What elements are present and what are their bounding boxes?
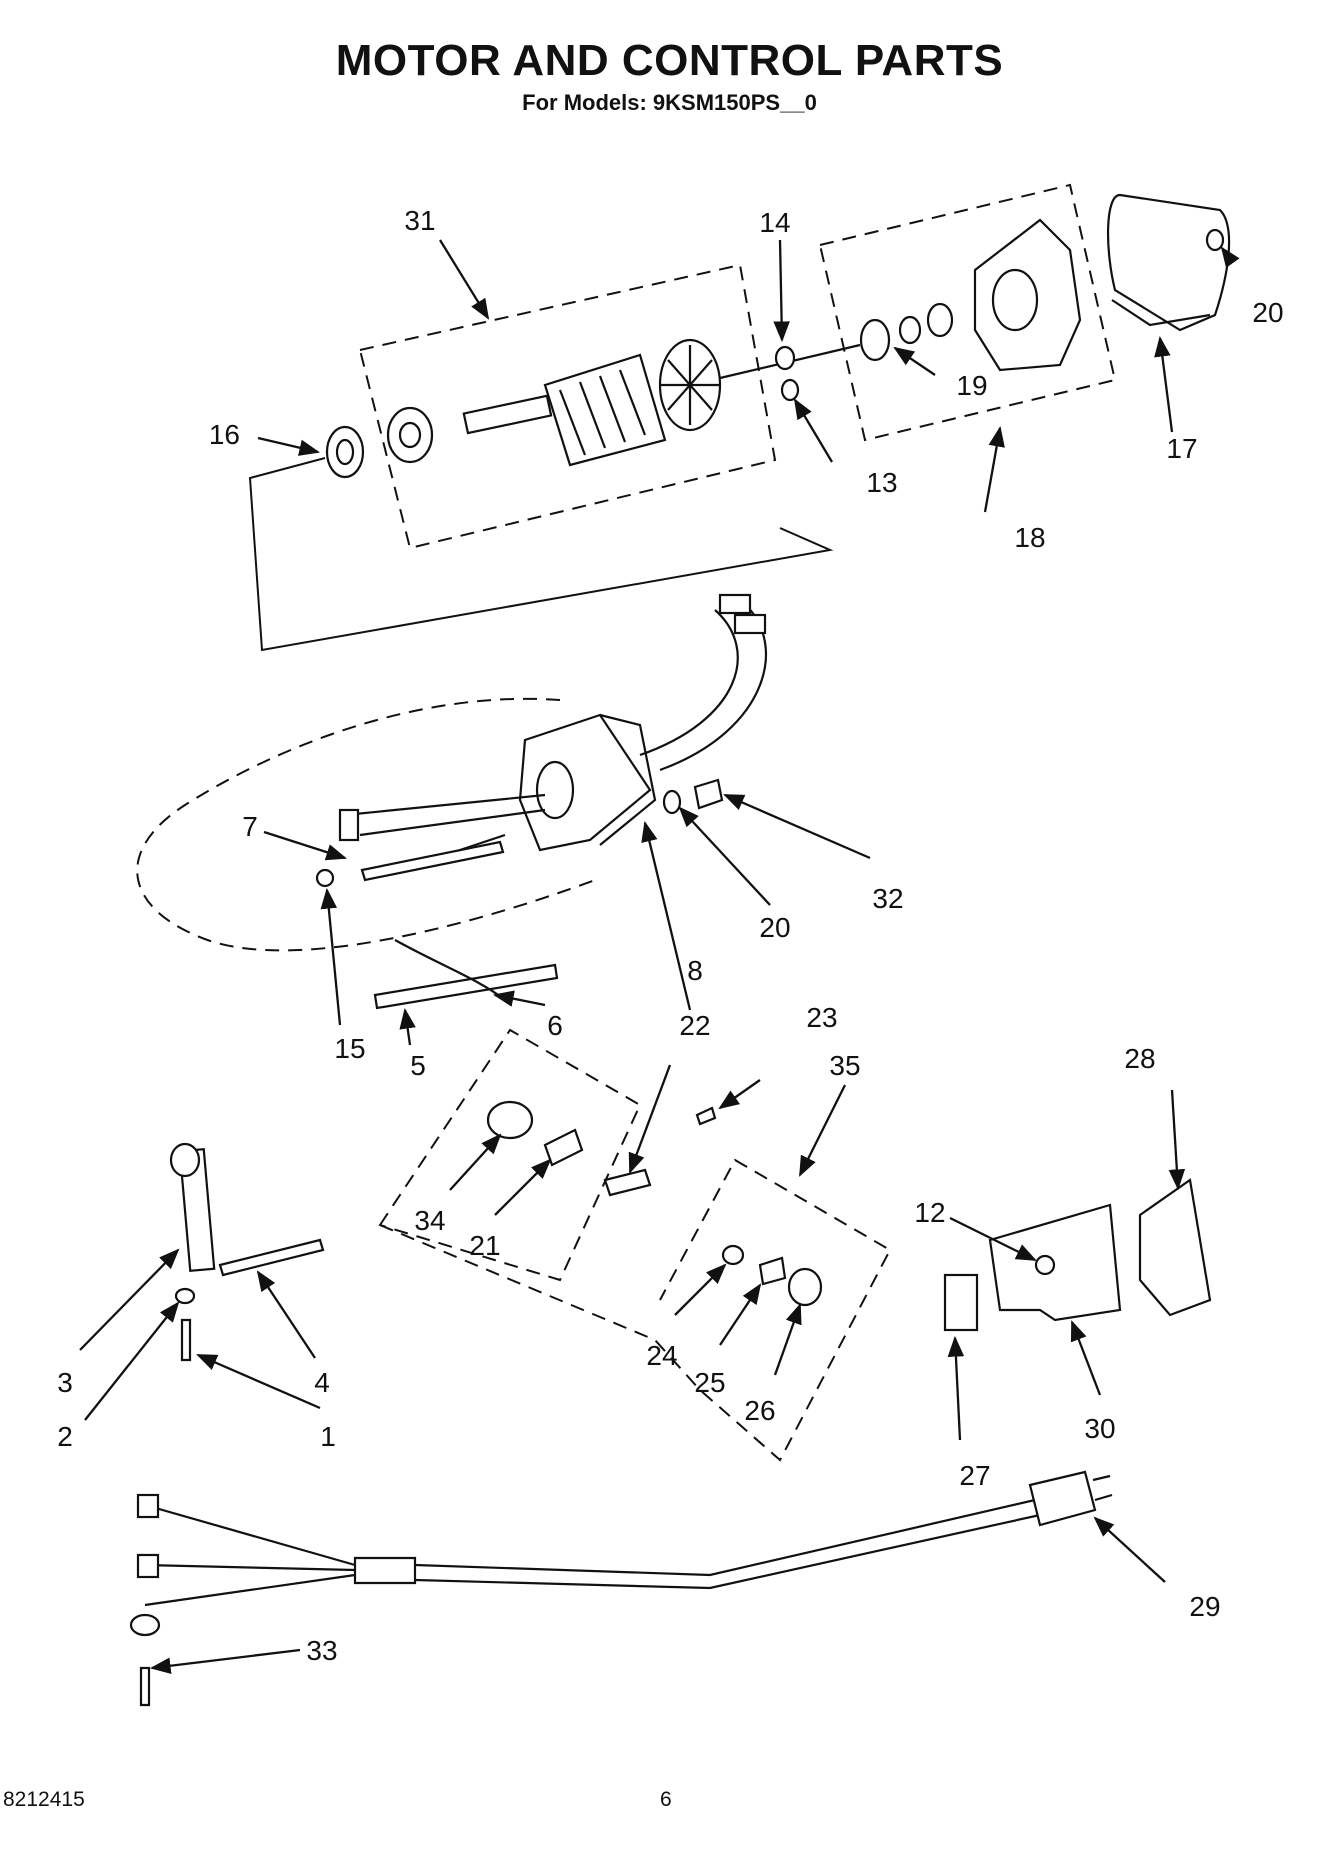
brush-assembly-group-outline: [379, 1158, 892, 1462]
page-title: MOTOR AND CONTROL PARTS: [335, 36, 1004, 85]
document-number: 8212415: [3, 1788, 85, 1811]
callout-22: 22: [679, 1010, 710, 1041]
callout-31: 31: [404, 205, 435, 236]
callout-27: 27: [959, 1460, 990, 1491]
callout-24: 24: [646, 1340, 677, 1371]
part-4-spring: [218, 1238, 325, 1277]
power-cord: [414, 1498, 1041, 1590]
callout-1: 1: [320, 1421, 336, 1452]
callout-16: 16: [209, 419, 240, 450]
part-19-retainer: [859, 318, 891, 362]
part-20-nut-middle: [662, 789, 682, 815]
cord-leads: [144, 1503, 356, 1607]
callout-23: 23: [806, 1002, 837, 1033]
callout-30: 30: [1084, 1413, 1115, 1444]
callout-17: 17: [1166, 433, 1197, 464]
part-13-bushing: [780, 378, 800, 402]
armature-shaft: [462, 394, 553, 435]
callout-33: 33: [306, 1635, 337, 1666]
callout-28: 28: [1124, 1043, 1155, 1074]
field-terminal-top: [718, 593, 752, 615]
power-cord-group: [129, 1470, 1113, 1707]
cord-terminal-2: [136, 1553, 160, 1579]
field-connector: [338, 808, 360, 842]
callout-26: 26: [744, 1395, 775, 1426]
callout-4: 4: [314, 1367, 330, 1398]
callout-2: 2: [57, 1421, 73, 1452]
callout-13: 13: [866, 467, 897, 498]
armature-core: [543, 353, 667, 467]
callout-18: 18: [1014, 522, 1045, 553]
part-23-spring: [695, 1106, 717, 1126]
part-24-cap: [721, 1244, 745, 1266]
end-cap-assembly-group-outline: [818, 183, 1117, 442]
part-26-brush-cap: [787, 1267, 823, 1307]
part-14-washer: [774, 345, 796, 371]
callout-25: 25: [694, 1367, 725, 1398]
page-number: 6: [660, 1788, 672, 1811]
field-motor-group: [315, 593, 768, 888]
callout-20-middle: 20: [759, 912, 790, 943]
callout-7: 7: [242, 811, 258, 842]
part-28-cover: [1138, 1178, 1212, 1317]
armature-assembly-group-outline: [358, 263, 777, 550]
part-5-strap: [373, 963, 559, 1010]
field-lead-wire: [639, 609, 739, 757]
part-30-control-board: [988, 1203, 1122, 1322]
callout-labels: 16 31 14 13 18 19 20 17 7 8 20 32 15 5 6…: [57, 205, 1283, 1666]
callout-34: 34: [414, 1205, 445, 1236]
callout-5: 5: [410, 1050, 426, 1081]
callout-14: 14: [759, 207, 790, 238]
callout-8: 8: [687, 955, 703, 986]
callout-20-top: 20: [1252, 297, 1283, 328]
part-22-brush: [603, 1168, 652, 1197]
part-20-nut-top: [1205, 228, 1225, 252]
callout-21: 21: [469, 1230, 500, 1261]
callout-leaders: [79, 239, 1240, 1674]
model-subtitle: For Models: 9KSM150PS__0: [522, 90, 817, 115]
callout-15: 15: [334, 1033, 365, 1064]
part-2-washer: [174, 1287, 196, 1305]
part-33-screw: [139, 1666, 151, 1707]
strain-relief: [353, 1556, 417, 1585]
callout-12: 12: [914, 1197, 945, 1228]
callout-29: 29: [1189, 1591, 1220, 1622]
part-17-bracket: [1106, 193, 1231, 332]
ground-ring-terminal: [129, 1613, 161, 1637]
armature-frame-line: [248, 457, 834, 652]
callout-6: 6: [547, 1010, 563, 1041]
strap-group: [373, 939, 559, 1010]
part-1-screw: [180, 1318, 192, 1362]
part-27-switch: [943, 1273, 979, 1332]
callout-19: 19: [956, 370, 987, 401]
part-7-screw: [360, 840, 505, 882]
part-29-plug: [1028, 1470, 1097, 1527]
part-12-screw: [1034, 1254, 1056, 1276]
part-32-sleeve: [693, 778, 724, 810]
part-21-brush-holder: [543, 1128, 584, 1167]
brush-parts-group: [486, 1100, 823, 1307]
armature-group: [325, 338, 861, 479]
callout-35: 35: [829, 1050, 860, 1081]
part-25-spring: [758, 1256, 787, 1286]
cord-terminal-1: [136, 1493, 160, 1519]
callout-3: 3: [57, 1367, 73, 1398]
motor-housing-outline: [136, 697, 596, 952]
callout-32: 32: [872, 883, 903, 914]
phase-control-group: [169, 1142, 1212, 1362]
end-cap-group: [859, 193, 1231, 372]
part-15-lockwasher: [315, 868, 335, 888]
part-34-cap: [486, 1100, 534, 1140]
